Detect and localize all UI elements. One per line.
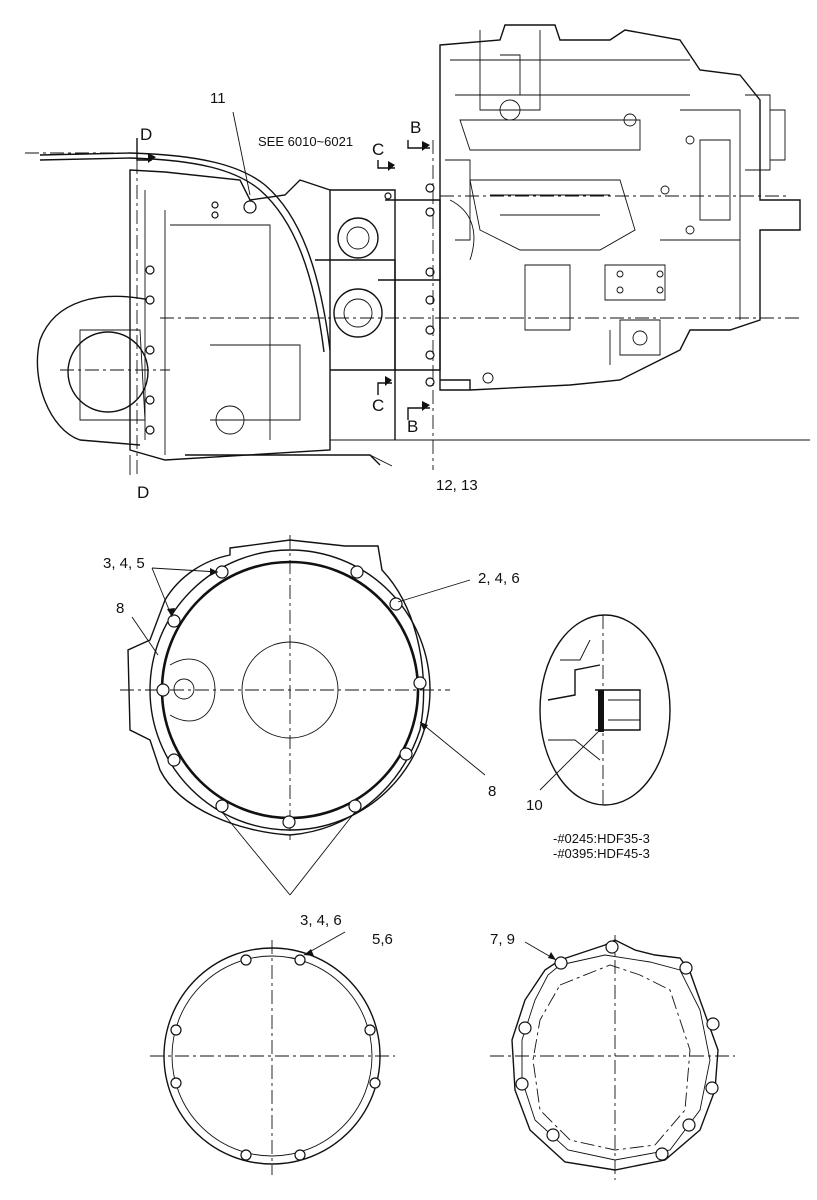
serial-note-2: -#0395:HDF45-3 <box>553 846 650 861</box>
callout-12-13: 12, 13 <box>436 477 478 494</box>
callout-2-4-6: 2, 4, 6 <box>478 570 520 587</box>
flywheel-housing-front-view: 3, 4, 5 2, 4, 6 8 8 <box>103 535 520 896</box>
section-label-c-bottom: C <box>372 396 384 415</box>
section-label-b-top: B <box>410 118 421 137</box>
section-label-c-top: C <box>372 140 384 159</box>
cover-plate-bolts <box>170 954 381 1161</box>
callout-8-left: 8 <box>116 600 124 617</box>
adapter-plate-bolts <box>515 940 720 1161</box>
section-label-d-top: D <box>140 125 152 144</box>
callout-see-reference: SEE 6010~6021 <box>258 134 353 149</box>
callout-3-4-6: 3, 4, 6 <box>300 912 342 929</box>
serial-note-1: -#0245:HDF35-3 <box>553 831 650 846</box>
callout-11: 11 <box>210 90 226 107</box>
left-flange-bolts <box>145 200 257 435</box>
section-marks-d <box>129 138 156 475</box>
section-marks-c <box>377 160 395 395</box>
detail-oval-view: 10 -#0245:HDF35-3 -#0395:HDF45-3 <box>526 614 671 861</box>
callout-10: 10 <box>526 797 543 814</box>
cover-plate-view: 3, 4, 6 5,6 <box>150 912 395 1175</box>
adapter-plate-view: 7, 9 <box>490 931 735 1180</box>
callout-5-6: 5,6 <box>372 931 393 948</box>
engine-transmission-side-view: 11 SEE 6010~6021 12, 13 D D C C B B <box>25 24 810 502</box>
callout-8-right: 8 <box>488 783 496 800</box>
section-label-d-bottom: D <box>137 483 149 502</box>
callout-7-9: 7, 9 <box>490 931 515 948</box>
callout-3-4-5: 3, 4, 5 <box>103 555 145 572</box>
section-label-b-bottom: B <box>407 417 418 436</box>
adapter-bolts <box>384 183 435 387</box>
housing-bolts <box>156 565 427 829</box>
section-marks-b <box>407 140 434 470</box>
